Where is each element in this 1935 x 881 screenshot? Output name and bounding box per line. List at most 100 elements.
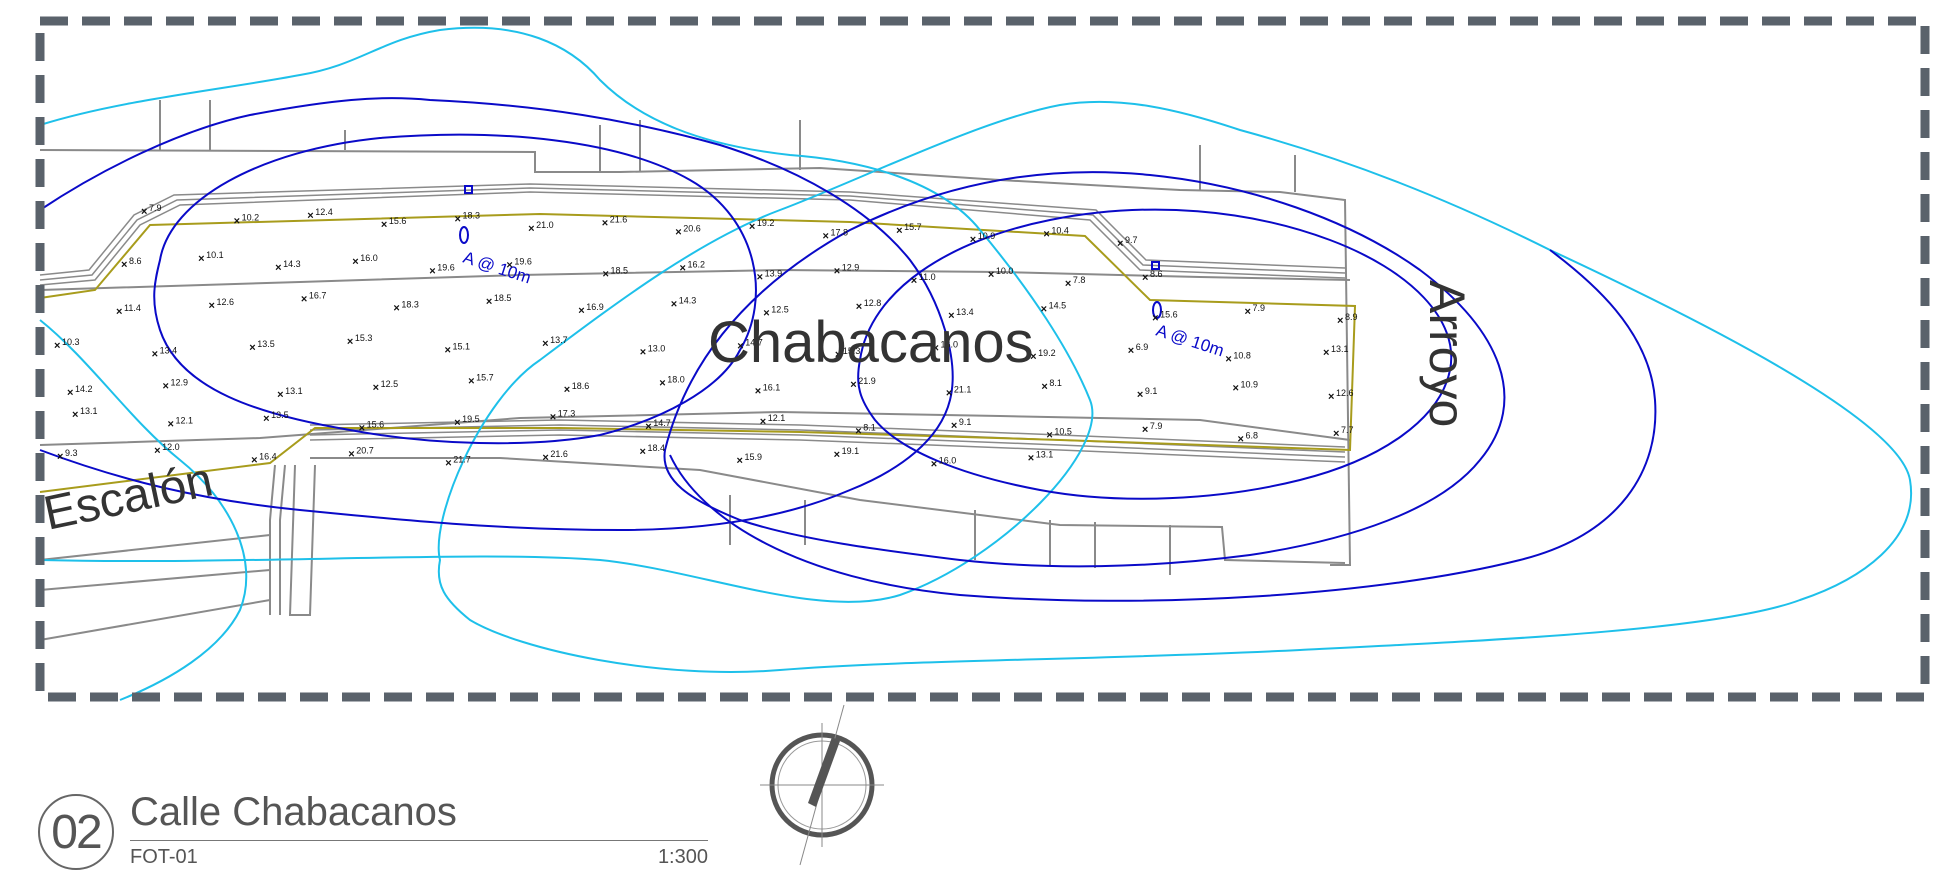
spot-elevation-label: 18.4 <box>647 443 665 453</box>
spot-marker: × <box>506 259 512 271</box>
spot-marker: × <box>486 296 492 308</box>
spot-elevation-label: 9.3 <box>65 448 78 458</box>
spot-marker: × <box>946 387 952 399</box>
spot-marker: × <box>1323 347 1329 359</box>
spot-elevation-label: 13.4 <box>956 307 974 317</box>
spot-marker: × <box>639 446 645 458</box>
spot-elevation-label: 20.7 <box>356 445 374 455</box>
spot-elevation-label: 19.6 <box>437 262 455 272</box>
spot-elevation-label: 13.1 <box>1036 450 1054 460</box>
spot-elevation-label: 13.5 <box>271 410 289 420</box>
spot-marker: × <box>951 420 957 432</box>
spot-marker: × <box>163 380 169 392</box>
spot-marker: × <box>835 349 841 361</box>
spot-marker: × <box>640 347 646 359</box>
spot-elevation-label: 14.3 <box>283 259 301 269</box>
spot-marker: × <box>381 219 387 231</box>
spot-marker: × <box>1152 312 1158 324</box>
spot-marker: × <box>1041 381 1047 393</box>
spot-marker: × <box>528 223 534 235</box>
spot-elevation-label: 12.8 <box>864 298 882 308</box>
spot-elevation-label: 21.6 <box>610 214 628 224</box>
spot-marker: × <box>931 458 937 470</box>
annotation-label: A @ 10m <box>1154 321 1227 361</box>
spot-elevation-label: 16.0 <box>939 455 957 465</box>
spot-marker: × <box>208 300 214 312</box>
spot-elevation-label: 13.4 <box>160 346 178 356</box>
spot-elevation-label: 21.1 <box>954 384 972 394</box>
spot-marker: × <box>911 275 917 287</box>
spot-marker: × <box>301 294 307 306</box>
contours-inner <box>39 97 1657 602</box>
spot-marker: × <box>1043 229 1049 241</box>
spot-elevation-label: 12.9 <box>171 377 189 387</box>
spot-elevation-label: 7.9 <box>1253 303 1266 313</box>
spot-elevation-label: 13.1 <box>1331 344 1349 354</box>
street-boundary <box>39 212 1357 493</box>
spot-elevation-label: 16.0 <box>360 253 378 263</box>
spot-elevation-label: 16.0 <box>941 340 959 350</box>
spot-marker: × <box>602 268 608 280</box>
spot-elevation-label: 10.9 <box>1240 380 1258 390</box>
spot-marker: × <box>152 349 158 361</box>
spot-elevation-label: 16.7 <box>309 291 327 301</box>
spot-marker: × <box>1028 453 1034 465</box>
spot-elevation-label: 16.1 <box>763 383 781 393</box>
spot-marker: × <box>1328 391 1334 403</box>
spot-elevation-label: 13.1 <box>285 386 303 396</box>
spot-marker: × <box>834 449 840 461</box>
spot-marker: × <box>168 419 174 431</box>
spot-marker: × <box>359 423 365 435</box>
spot-elevation-label: 18.5 <box>610 265 628 275</box>
spot-marker: × <box>550 412 556 424</box>
spot-marker: × <box>749 221 755 233</box>
spot-elevation-label: 10.0 <box>996 266 1014 276</box>
spot-elevation-label: 12.0 <box>162 442 180 452</box>
marker-square <box>1151 261 1160 270</box>
spot-elevation-label: 6.9 <box>1136 342 1149 352</box>
spot-elevation-label: 10.5 <box>1054 426 1072 436</box>
spot-marker: × <box>249 342 255 354</box>
spot-elevation-label: 19.2 <box>757 218 775 228</box>
spot-marker: × <box>234 215 240 227</box>
spot-elevation-label: 18.3 <box>401 299 419 309</box>
spot-elevation-label: 6.8 <box>1245 430 1258 440</box>
spot-elevation-label: 15.3 <box>843 346 861 356</box>
spot-elevation-label: 14.2 <box>75 384 93 394</box>
spot-marker: × <box>67 387 73 399</box>
spot-elevation-label: 10.8 <box>1233 350 1251 360</box>
spot-marker: × <box>1237 433 1243 445</box>
spot-elevation-label: 11.4 <box>124 303 141 313</box>
spot-marker: × <box>57 451 63 463</box>
spot-elevation-label: 7.8 <box>1073 275 1086 285</box>
spot-elevation-label: 15.6 <box>367 420 385 430</box>
spot-elevation-label: 21.6 <box>550 449 568 459</box>
spot-marker: × <box>275 262 281 274</box>
spot-marker: × <box>444 344 450 356</box>
spot-marker: × <box>1232 383 1238 395</box>
tree-symbol <box>1152 301 1162 319</box>
spot-marker: × <box>263 413 269 425</box>
spot-marker: × <box>1142 272 1148 284</box>
spot-marker: × <box>896 225 902 237</box>
spot-marker: × <box>429 265 435 277</box>
spot-elevation-label: 10.3 <box>62 337 80 347</box>
spot-marker: × <box>468 376 474 388</box>
spot-marker: × <box>307 210 313 222</box>
spot-elevation-label: 14.7 <box>745 337 763 347</box>
spot-marker: × <box>737 455 743 467</box>
spot-marker: × <box>1245 306 1251 318</box>
spot-elevation-label: 21.0 <box>536 220 554 230</box>
spot-elevation-label: 8.1 <box>863 422 876 432</box>
marker-square <box>464 185 473 194</box>
spot-marker: × <box>988 269 994 281</box>
spot-elevation-label: 12.6 <box>1336 388 1354 398</box>
spot-marker: × <box>1117 238 1123 250</box>
spot-marker: × <box>671 299 677 311</box>
title-rule <box>130 840 708 841</box>
spot-marker: × <box>1333 428 1339 440</box>
spot-marker: × <box>141 206 147 218</box>
spot-elevation-label: 12.1 <box>768 413 786 423</box>
